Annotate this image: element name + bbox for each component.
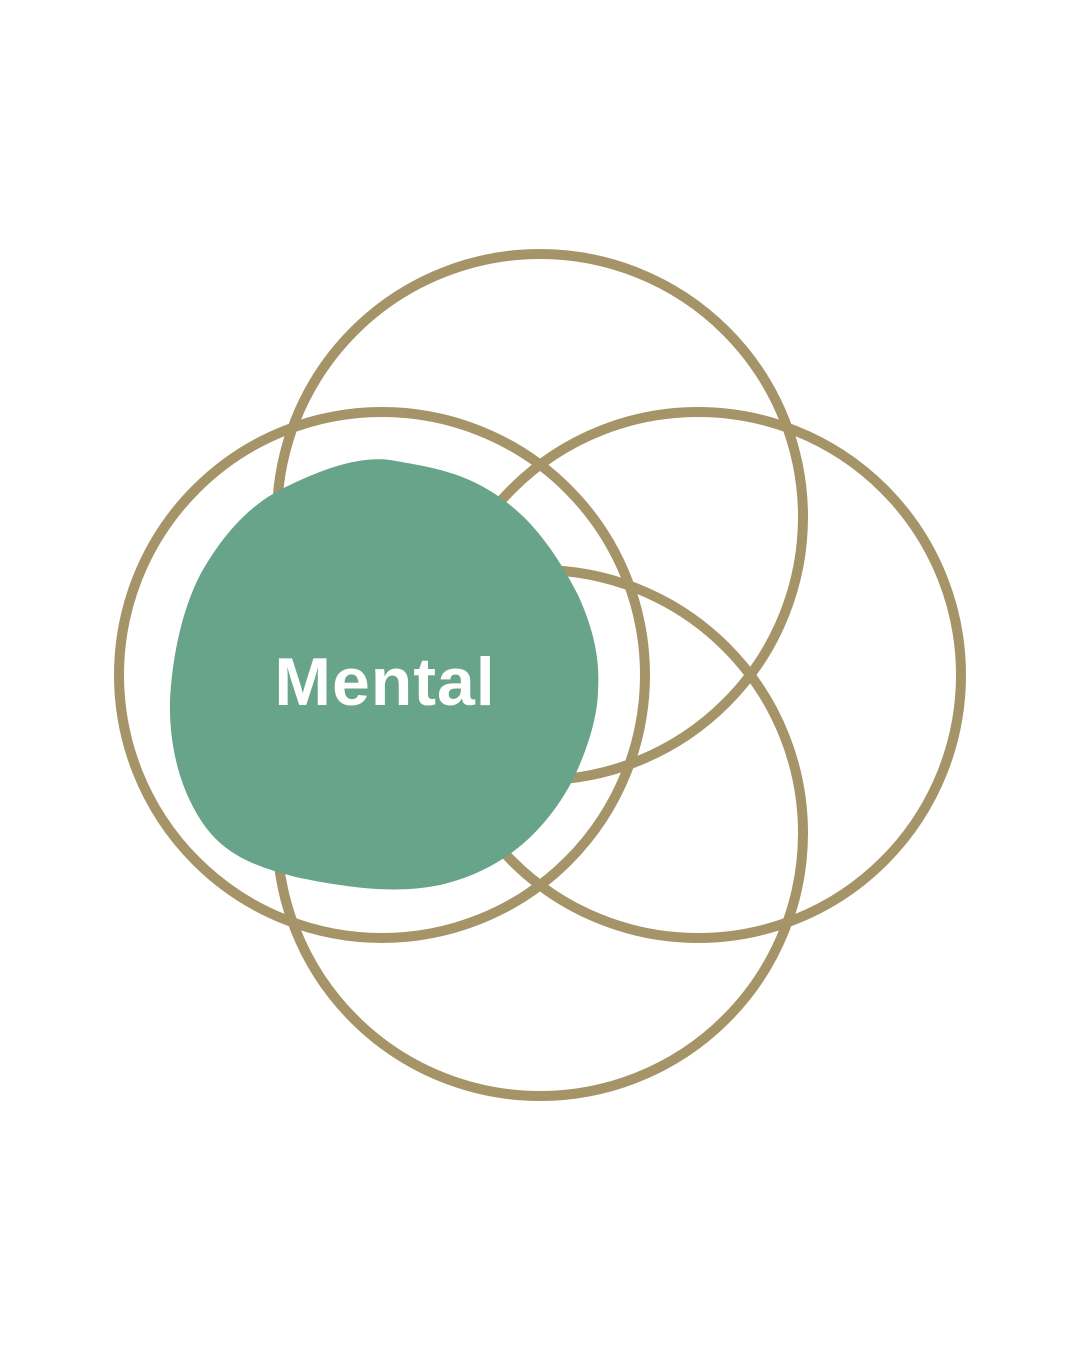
mental-label: Mental <box>274 644 495 720</box>
circle-left <box>114 407 650 943</box>
mental-highlight-blob <box>169 459 599 890</box>
